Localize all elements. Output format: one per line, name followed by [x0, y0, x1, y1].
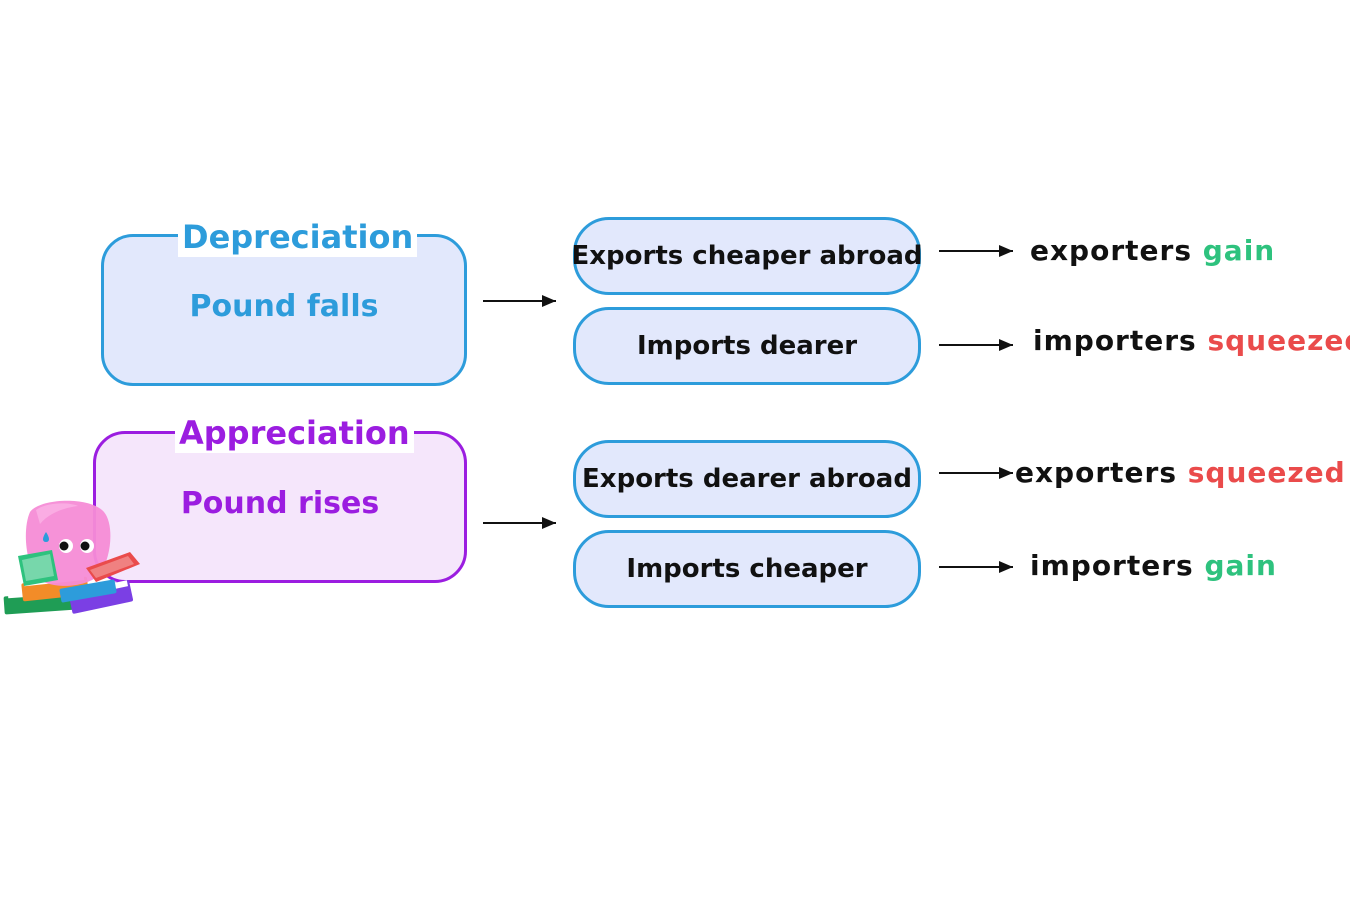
depreciation-title: Depreciation [178, 217, 418, 257]
outcome-exporters-squeezed: exporters squeezed [1015, 456, 1346, 489]
pink-blob-reading-books-icon [3, 500, 140, 615]
outcome-result: squeezed [1187, 456, 1346, 489]
outcome-importers-gain: importers gain [1030, 549, 1277, 582]
outcome-subject: exporters [1030, 234, 1192, 267]
appreciation-title: Appreciation [175, 413, 414, 453]
effect-box-imports-cheaper: Imports cheaper [573, 530, 921, 608]
outcome-importers-squeezed: importers squeezed [1033, 324, 1350, 357]
outcome-subject: importers [1033, 324, 1197, 357]
outcome-exporters-gain: exporters gain [1030, 234, 1275, 267]
outcome-subject: importers [1030, 549, 1194, 582]
effect-box-exports-cheaper: Exports cheaper abroad [572, 217, 923, 295]
effect-box-imports-dearer: Imports dearer [573, 307, 921, 385]
outcome-result: squeezed [1207, 324, 1350, 357]
outcome-subject: exporters [1015, 456, 1177, 489]
depreciation-label: Pound falls [189, 289, 379, 324]
appreciation-label: Pound rises [180, 486, 380, 521]
effect-box-exports-dearer: Exports dearer abroad [573, 440, 921, 518]
outcome-result: gain [1202, 234, 1276, 267]
depreciation-box: Pound falls [101, 234, 467, 386]
outcome-result: gain [1204, 549, 1277, 582]
